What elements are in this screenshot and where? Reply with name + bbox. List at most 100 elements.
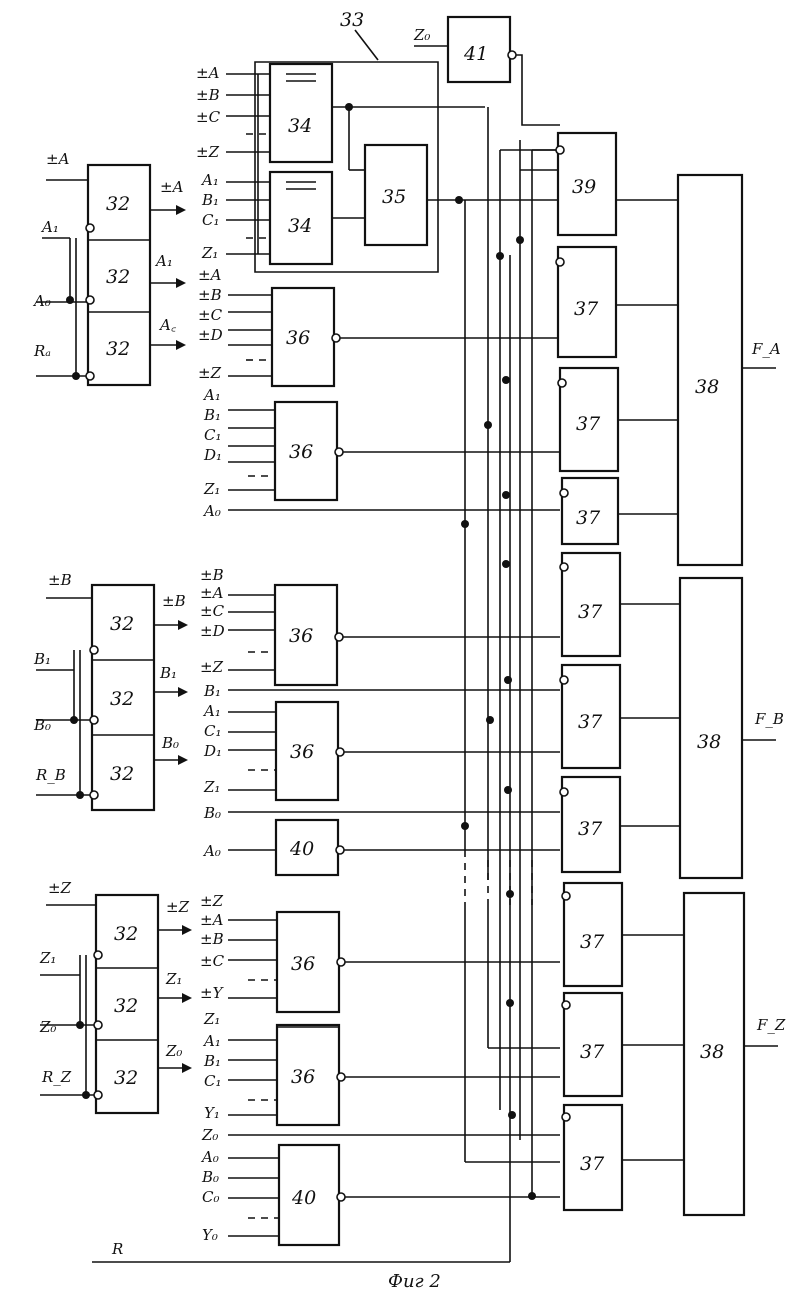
output-label: B₁ [159, 664, 177, 682]
block-37-label: 37 [578, 818, 603, 840]
output-label: B₀ [161, 734, 179, 752]
vertical-buses [461, 107, 560, 1262]
block-32-label: 32 [106, 193, 130, 215]
and-gates-column: 39 37 37 37 37 37 37 37 37 37 [556, 133, 622, 1210]
z0-label: Z₀ [201, 1126, 218, 1144]
block-38-label: 38 [700, 1041, 724, 1063]
input-label: C₁ [204, 1072, 222, 1090]
reset-label: R [111, 1240, 123, 1258]
block-34-label: 34 [288, 215, 312, 237]
block-34-label: 34 [288, 115, 312, 137]
input-label: C₀ [202, 1188, 220, 1206]
output-label: ±A [160, 178, 184, 196]
block-37-label: 37 [576, 413, 601, 435]
input-label: Z₁ [203, 480, 220, 498]
input-label: ±A [200, 911, 224, 929]
input-label: ±B [48, 571, 72, 589]
block-37-label: 37 [580, 1041, 605, 1063]
block-36-label: 36 [286, 327, 310, 349]
output-label: A꜀ [158, 316, 177, 334]
input-label: ±A [200, 584, 224, 602]
block-37-label: 37 [578, 601, 603, 623]
group-z-registers: 32 32 32 ±Z Z₁ Z₀ R_Z ±Z Z₁ Z₀ [39, 879, 192, 1113]
input-label: ±Z [196, 143, 220, 161]
input-label: C₁ [204, 426, 222, 444]
input-label: Rₐ [33, 342, 51, 360]
input-label: Z₀ [39, 1018, 56, 1036]
input-label: ±Z [200, 658, 224, 676]
block-38-label: 38 [697, 731, 721, 753]
input-label: ±B [198, 286, 222, 304]
block-37-label: 37 [580, 931, 605, 953]
input-label: Z₁ [203, 1010, 220, 1028]
block-37-label: 37 [578, 711, 603, 733]
input-label: A₀ [32, 292, 51, 310]
block-32-label: 32 [106, 338, 130, 360]
input-label: Z₁ [203, 778, 220, 796]
block-37-label: 37 [574, 298, 599, 320]
block-32-label: 32 [110, 763, 134, 785]
input-label: ±C [198, 306, 223, 324]
input-label: Y₀ [202, 1226, 218, 1244]
input-label: ±D [200, 622, 225, 640]
output-label: ±Z [166, 898, 190, 916]
input-label: ±B [200, 930, 224, 948]
input-label: Z₁ [201, 244, 218, 262]
input-label: C₁ [202, 211, 220, 229]
input-label: D₁ [203, 446, 222, 464]
comparator-section: 33 34 34 35 ±A ±B ±C ±Z A₁ B₁ [196, 9, 560, 520]
input-label: ±Z [200, 892, 224, 910]
block-40-label: 40 [291, 1187, 316, 1209]
block-36-label: 36 [289, 441, 313, 463]
block-41-group: Z₀ 41 [413, 17, 560, 125]
input-label: B₀ [33, 716, 51, 734]
block-38-b [680, 578, 742, 878]
b-section-logic: 36 ±B ±A ±C ±D ±Z B₁ 36 A₁ C₁ D₁ Z₁ B₀ 4… [200, 566, 560, 875]
input-label: B₀ [201, 1168, 219, 1186]
input-label: B₁ [203, 1052, 221, 1070]
block-32-label: 32 [114, 995, 138, 1017]
input-label: A₁ [202, 702, 221, 720]
input-label: ±C [200, 952, 225, 970]
input-label: ±B [196, 86, 220, 104]
input-label: A₀ [200, 1148, 219, 1166]
output-fb: F_B [754, 710, 784, 728]
input-label: B₁ [33, 650, 51, 668]
b1-label: B₁ [203, 682, 221, 700]
input-label: R_B [35, 766, 66, 784]
bus-33-label: 33 [340, 9, 364, 31]
a0-label: A₀ [202, 502, 221, 520]
input-label: R_Z [41, 1068, 72, 1086]
output-fa: F_A [751, 340, 781, 358]
input-label: B₁ [201, 191, 219, 209]
b0-label: B₀ [203, 804, 221, 822]
block-36-label: 36 [290, 741, 314, 763]
input-label: A₁ [200, 171, 219, 189]
input-label: Z₁ [39, 949, 56, 967]
input-label: C₁ [204, 722, 222, 740]
block-38-a [678, 175, 742, 565]
output-label: A₁ [154, 252, 173, 270]
input-label: ±B [200, 566, 224, 584]
output-label: Z₀ [165, 1042, 182, 1060]
input-label: ±A [196, 64, 220, 82]
input-label: ±Z [48, 879, 72, 897]
block-32-label: 32 [110, 613, 134, 635]
input-label: ±A [198, 266, 222, 284]
input-label: ±D [198, 326, 223, 344]
input-label: Y₁ [204, 1104, 220, 1122]
group-a-registers: 32 32 32 ±A A₁ A₀ Rₐ ±A A₁ A꜀ [32, 150, 186, 385]
output-fz: F_Z [756, 1016, 786, 1034]
or-gates-column: 38 F_A 38 F_B 38 F_Z [616, 175, 786, 1215]
z-section-logic: 36 ±Z ±A ±B ±C ±Y 36 Z₁ A₁ B₁ C₁ Y₁ Z₀ 4… [200, 892, 560, 1245]
block-40-label: 40 [289, 838, 314, 860]
input-label: ±C [196, 108, 221, 126]
block-32-label: 32 [114, 1067, 138, 1089]
block-32-label: 32 [106, 266, 130, 288]
block-35-label: 35 [382, 186, 406, 208]
block-36-label: 36 [291, 953, 315, 975]
block-38-label: 38 [695, 376, 719, 398]
block-36-label: 36 [291, 1066, 315, 1088]
block-32-label: 32 [114, 923, 138, 945]
